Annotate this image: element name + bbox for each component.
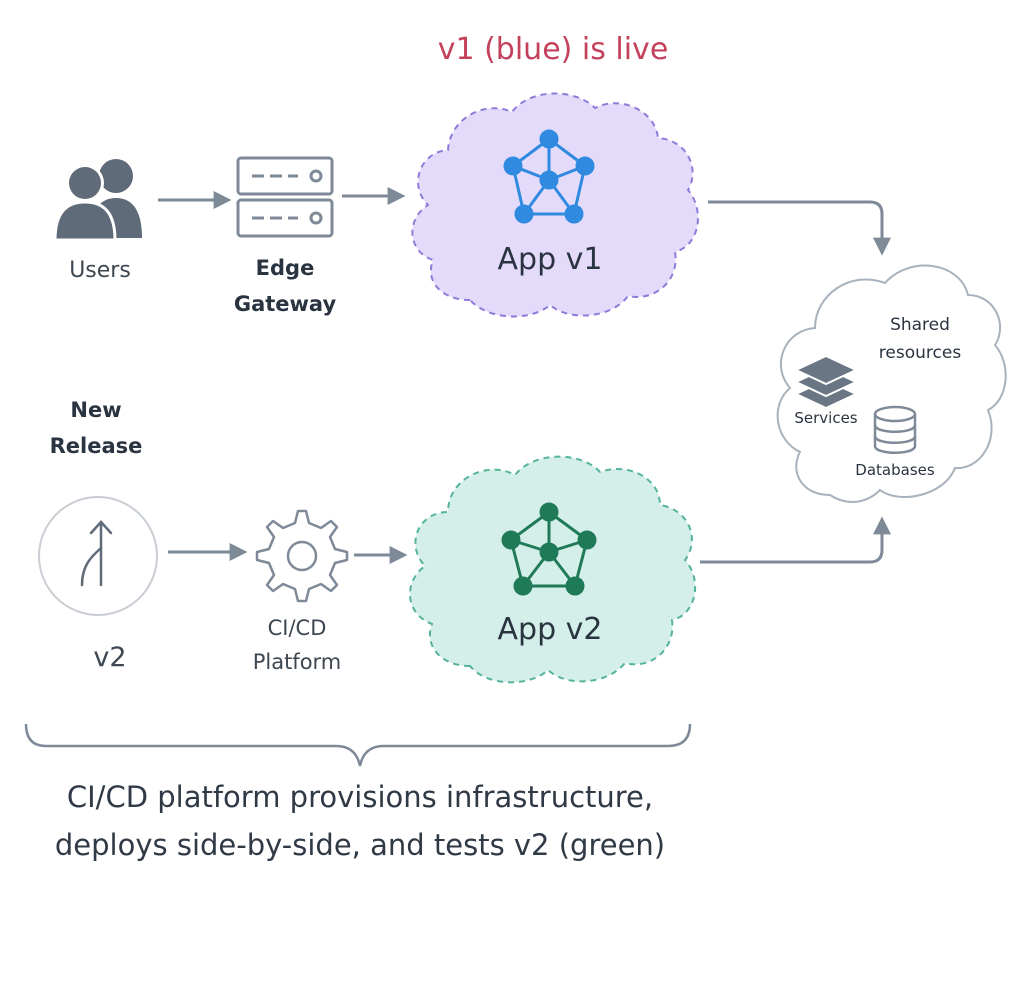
app-v1-label: App v1: [497, 242, 603, 277]
footer-bracket: [24, 723, 692, 767]
cicd-platform-label-line1: CI/CD: [267, 616, 327, 640]
database-icon: [873, 405, 917, 454]
databases-label: Databases: [855, 461, 935, 479]
users-icon: [53, 159, 142, 242]
shared-resources-cloud: [776, 264, 1007, 503]
v2-release-node: [38, 496, 158, 616]
shared-resources-title-line1: Shared: [890, 315, 950, 335]
users-label: Users: [69, 258, 131, 283]
network-icon: [503, 129, 595, 224]
new-release-label-line2: Release: [49, 434, 143, 458]
new-release-label-line1: New: [70, 398, 122, 422]
app-v2-label: App v2: [497, 612, 603, 647]
footer-caption-line1: CI/CD platform provisions infrastructure…: [66, 780, 654, 814]
app-v2-cloud: [409, 455, 697, 684]
shared-resources-title-line2: resources: [878, 343, 962, 363]
server-icon: [236, 156, 334, 238]
live-status-label: v1 (blue) is live: [437, 32, 669, 67]
arrow-app-v2-to-shared: [700, 516, 891, 564]
branch-arrow-icon: [80, 520, 113, 587]
edge-gateway-label-line1: Edge: [255, 256, 315, 280]
v2-label: v2: [93, 642, 127, 673]
gear-icon: [255, 509, 349, 603]
services-label: Services: [794, 409, 858, 427]
cicd-platform-label-line2: Platform: [252, 650, 342, 674]
edge-gateway-label-line2: Gateway: [233, 292, 337, 316]
app-v1-cloud: [411, 92, 699, 318]
network-icon: [501, 502, 597, 596]
footer-caption-line2: deploys side-by-side, and tests v2 (gree…: [54, 828, 666, 862]
layers-icon: [793, 354, 859, 410]
arrow-app-v1-to-shared: [708, 200, 891, 256]
